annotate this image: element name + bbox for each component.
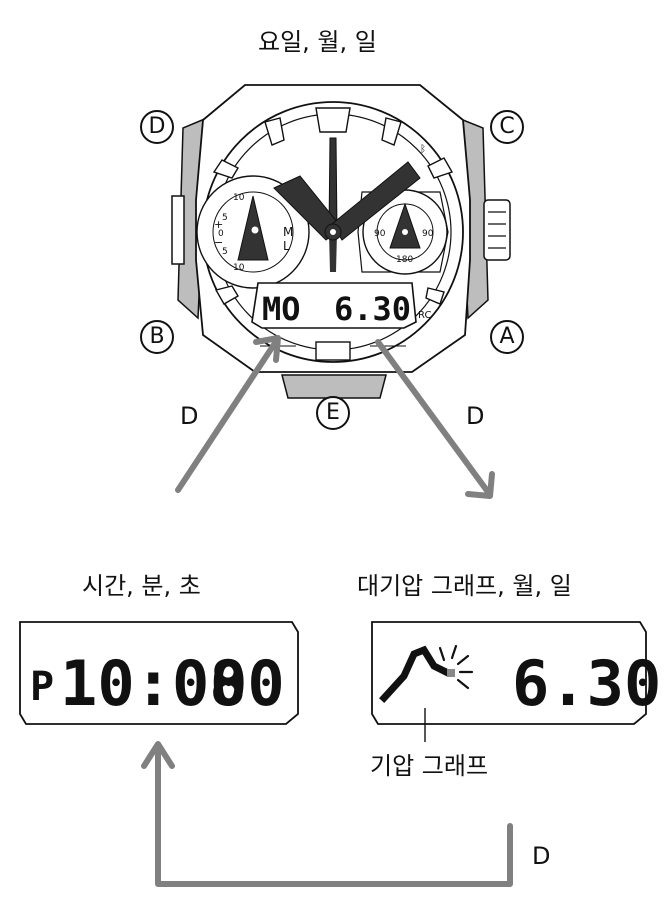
left-subdial-letter-l: L	[283, 239, 290, 253]
left-subdial-mark-2: 5	[222, 213, 228, 223]
right-subdial	[357, 189, 449, 275]
left-subdial-mark-3: 0	[218, 229, 224, 239]
left-subdial-letter-m: M	[283, 225, 293, 239]
pressure-graph-blink-rays	[438, 644, 474, 690]
arrow-lcd-to-right	[375, 339, 491, 495]
caption-graph-callout: 기압 그래프	[370, 752, 489, 780]
arrow-bottom-head	[141, 741, 175, 769]
watch-lcd-day: MO	[262, 290, 301, 328]
transition-label-bottom: D	[532, 842, 551, 870]
transition-label-left: D	[180, 402, 199, 430]
hour-markers	[212, 107, 454, 305]
left-subdial	[196, 175, 310, 289]
time-screen-seconds: 00	[210, 647, 285, 720]
watch-lcd: MO 6.30	[251, 282, 417, 329]
right-subdial-mark-east: 90	[422, 229, 434, 239]
time-screen-time: 10:08	[60, 647, 247, 720]
button-b-label: B	[140, 320, 174, 354]
caption-time-screen: 시간, 분, 초	[82, 572, 201, 600]
watch-rc-label: RC	[418, 310, 431, 321]
left-subdial-plus: +	[214, 218, 223, 231]
watch-hands	[273, 137, 421, 272]
time-screen-pm-indicator: P	[30, 664, 54, 710]
arrow-left-head	[253, 335, 281, 363]
arrow-right-head	[465, 471, 495, 499]
pressure-graph	[379, 645, 451, 703]
transition-arrows	[141, 335, 513, 887]
pressure-graph-cursor	[447, 669, 455, 677]
arrow-bottom-loop	[155, 745, 513, 887]
button-e-label: E	[316, 396, 350, 430]
caption-baro-screen: 대기압 그래프, 월, 일	[357, 572, 572, 600]
left-subdial-minus: −	[214, 236, 223, 249]
baro-screen-date: 6.30	[512, 647, 661, 720]
transition-label-right: D	[466, 402, 485, 430]
button-a-label: A	[490, 320, 524, 354]
caption-top: 요일, 월, 일	[258, 28, 377, 56]
baro-screen: 6.30	[371, 621, 661, 742]
button-c-label: C	[490, 110, 524, 144]
right-subdial-mark-west: 90	[374, 229, 386, 239]
bottom-indicator	[315, 341, 351, 361]
left-subdial-mark-5: 10	[233, 263, 245, 273]
left-subdial-mark-4: 5	[222, 247, 228, 257]
crown	[483, 199, 511, 261]
left-knob	[171, 195, 185, 265]
button-d-label: D	[140, 110, 174, 144]
left-subdial-mark-1: 10	[233, 193, 245, 203]
right-subdial-mark-south: 180	[396, 255, 413, 265]
time-screen: P 10:08 00	[19, 621, 299, 725]
bluetooth-icon: ᛒ	[420, 144, 426, 155]
arrow-left-to-lcd	[175, 340, 278, 493]
watch-lcd-date: 6.30	[334, 290, 411, 328]
